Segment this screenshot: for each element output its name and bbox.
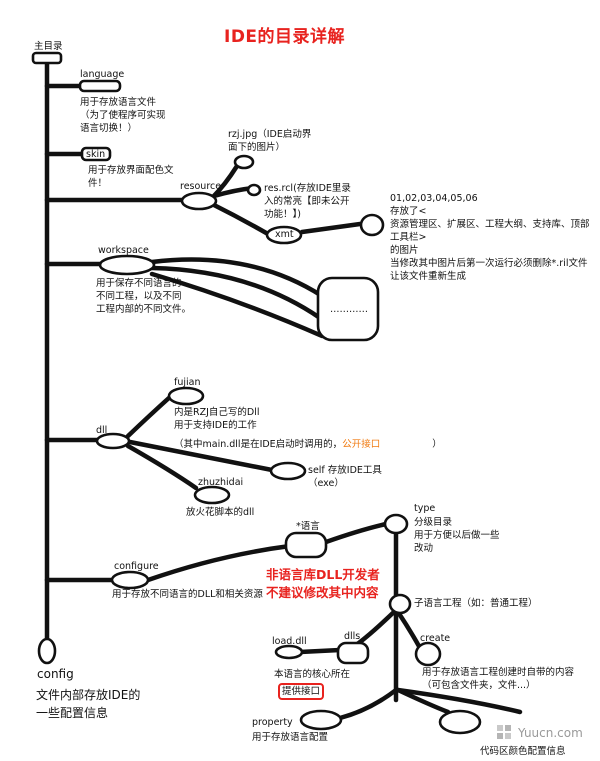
zhuzhidai-label: zhuzhidai (198, 477, 244, 488)
fujian-note: （其中main.dll是在IDE启动时调用的，公开接口 ） (174, 438, 442, 451)
fujian-label: fujian (174, 377, 201, 388)
res-to-xmt (209, 201, 271, 237)
resrcl-node (246, 183, 262, 197)
skin-label: skin (86, 149, 106, 160)
ws-curve-1 (149, 257, 325, 299)
conf-to-lang (145, 543, 293, 583)
create-desc: 用于存放语言工程创建时自带的内容 （可包含文件夹，文件...） (422, 667, 575, 691)
diagram-title: IDE的目录详解 (224, 27, 346, 47)
self-node (269, 461, 307, 481)
workspace-folder (316, 276, 380, 342)
type-label: type (414, 503, 436, 514)
create-label: create (420, 633, 451, 644)
zhuzhidai-node (193, 485, 231, 505)
subproject-label: 子语言工程（如：普通工程） (414, 598, 538, 609)
sub-to-create (395, 609, 423, 651)
zhuzhidai-desc: 放火花脚本的dll (186, 507, 255, 518)
configure-label: configure (114, 561, 159, 572)
xmt-note-node (359, 213, 385, 237)
dlls-to-loaddll (297, 647, 343, 655)
fujian-note-suffix: ） (432, 439, 442, 450)
xmt-to-note (299, 221, 363, 235)
rzj-desc: rzj.jpg（IDE启动界 面下的图片） (228, 129, 312, 153)
ws-curve-2 (149, 265, 323, 321)
type-desc: 分级目录 用于方便以后做一些 改动 (414, 517, 500, 554)
configure-node (110, 570, 150, 590)
core-desc: 本语言的核心所在 (274, 669, 351, 680)
root-node (31, 51, 63, 65)
config-label: config (37, 667, 74, 681)
codecolor-desc: 代码区颜色配置信息 (480, 746, 566, 757)
dll-to-fujian (125, 394, 173, 439)
ws-curve-3 (149, 271, 325, 339)
workspace-label: workspace (98, 245, 149, 256)
resource-node (180, 191, 218, 211)
root-label: 主目录 (34, 41, 63, 52)
config-node (37, 637, 57, 665)
fujian-node (167, 386, 205, 406)
dlls-node (336, 641, 370, 665)
dll-label: dll (96, 425, 108, 436)
language-node (78, 79, 122, 93)
xmt-note: 01,02,03,04,05,06 存放了< 资源管理区、扩展区、工程大纲、支持… (390, 193, 590, 282)
xmt-node (265, 225, 303, 245)
warning-line-1: 非语言库DLL开发者 (266, 567, 380, 582)
property-node (299, 709, 343, 731)
dll-to-zhuzhidai (125, 443, 199, 491)
rzj-node (233, 154, 255, 170)
lang-label: *语言 (296, 521, 320, 532)
property-label: property (252, 717, 293, 728)
loaddll-node (274, 644, 304, 660)
language-desc: 用于存放语言文件 （为了使程序可实现 语言切换！） (80, 97, 166, 134)
dlls-label: dlls (344, 631, 361, 642)
create-node (414, 641, 442, 667)
skin-desc: 用于存放界面配色文 件！ (88, 165, 174, 189)
type-node (383, 513, 409, 535)
property-desc: 用于存放语言配置 (252, 732, 329, 743)
resource-label: resource (180, 181, 222, 192)
sub-to-dlls (353, 607, 399, 648)
config-desc: 文件内部存放IDE的 一些配置信息 (36, 688, 141, 720)
codecolor-node (438, 709, 482, 735)
lang-node (284, 531, 328, 559)
dll-node (95, 432, 131, 450)
lang-to-type (323, 521, 389, 545)
workspace-folder-dots: ………… (330, 304, 368, 315)
self-desc: self 存放IDE工具 （exe） (308, 465, 382, 489)
provide-interface-badge: 提供接口 (278, 683, 325, 700)
loaddll-label: load.dll (272, 636, 307, 647)
watermark-logo-icon (497, 725, 511, 739)
dll-to-self (127, 439, 275, 473)
fujian-note-highlight: 公开接口 (342, 439, 381, 450)
xmt-label: xmt (275, 229, 294, 240)
fujian-note-prefix: （其中main.dll是在IDE启动时调用的， (174, 439, 343, 450)
subproject-node (388, 593, 412, 615)
language-label: language (80, 69, 125, 80)
skin-node (80, 146, 112, 162)
configure-desc: 用于存放不同语言的DLL和相关资源 (112, 589, 263, 600)
type-to-right (395, 687, 523, 715)
fujian-desc: 内是RZJ自己写的Dll 用于支持IDE的工作 (174, 407, 260, 431)
workspace-node (98, 254, 156, 276)
workspace-desc: 用于保存不同语言的 不同工程，以及不同 工程内部的不同文件。 (96, 278, 192, 315)
warning-line-2: 不建议修改其中内容 (266, 585, 379, 600)
watermark-text: Yuucn.com (518, 726, 583, 740)
type-to-property (337, 687, 399, 721)
resrcl-desc: res.rcl(存放IDE里录 入的常亮【即未公开 功能！】) (264, 183, 351, 220)
